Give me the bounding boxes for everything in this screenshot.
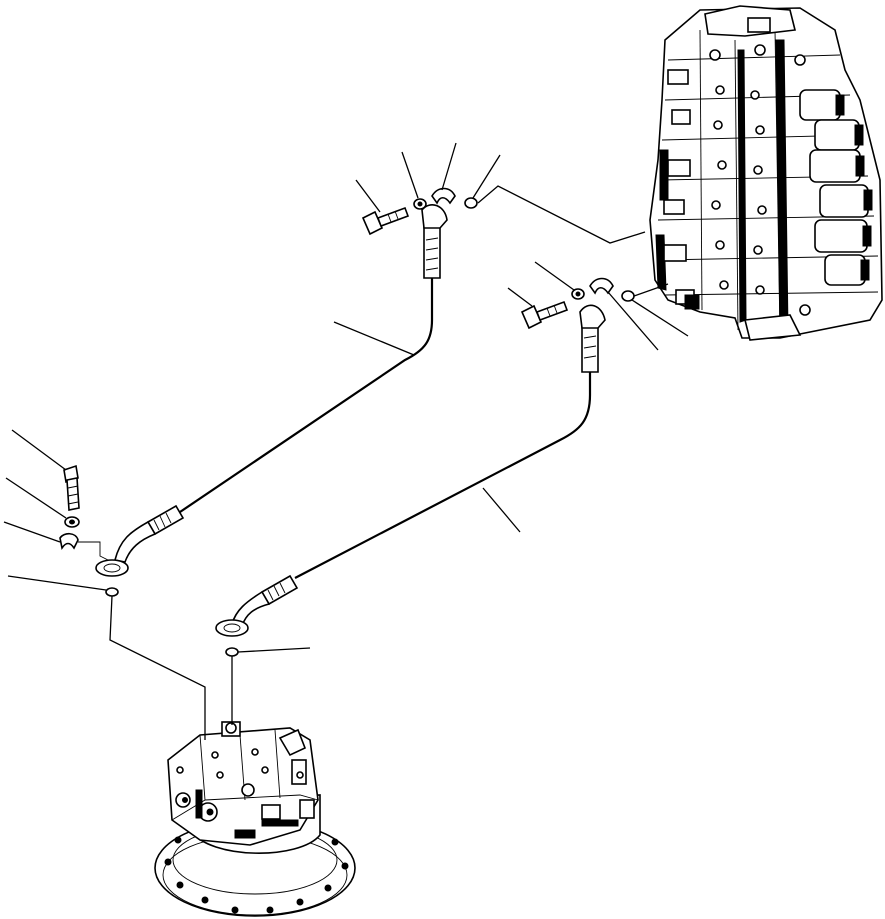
upper-o-ring — [464, 197, 478, 209]
leader-motor-washer — [5, 477, 67, 519]
motor-o-ring-left — [105, 587, 119, 597]
leader-lower-washer — [534, 261, 575, 291]
leader-upper-oring-to-valve — [477, 185, 646, 244]
leader-upper-oring — [472, 154, 501, 199]
leader-lower-oring — [631, 299, 689, 337]
leader-lower-hose — [482, 487, 521, 533]
lower-hose-valve-end-parts — [520, 277, 635, 330]
motor-o-ring-right — [225, 647, 239, 657]
upper-split-flange — [431, 187, 456, 205]
leader-upper-bolt — [355, 179, 381, 213]
control-valve-assembly — [649, 5, 883, 341]
upper-hose-valve-end-parts — [361, 187, 478, 236]
leader-motor-oring-right — [237, 647, 311, 653]
lower-split-flange — [589, 277, 614, 295]
upper-hose — [95, 204, 448, 577]
leader-lower-bolt — [507, 287, 533, 307]
callout-leaders — [3, 142, 689, 740]
swing-motor-assembly — [154, 721, 356, 917]
leader-upper-washer — [401, 151, 419, 199]
leader-motor-oring-left — [7, 575, 107, 591]
motor-split-flange — [59, 532, 79, 551]
lower-o-ring — [621, 290, 635, 302]
leader-lower-flange — [607, 291, 659, 351]
leader-motor-bolt — [11, 429, 67, 471]
lower-bolt — [520, 300, 569, 330]
motor-bolt — [63, 464, 80, 511]
upper-bolt — [361, 206, 410, 236]
leader-lower-oring-to-valve — [633, 283, 669, 297]
motor-end-left-parts — [59, 464, 119, 597]
leader-upper-hose — [333, 321, 415, 356]
leader-motor-flange — [3, 521, 61, 543]
leader-upper-flange — [441, 142, 457, 191]
leader-left-oring-to-motor — [109, 595, 206, 740]
lower-hose — [215, 304, 606, 637]
